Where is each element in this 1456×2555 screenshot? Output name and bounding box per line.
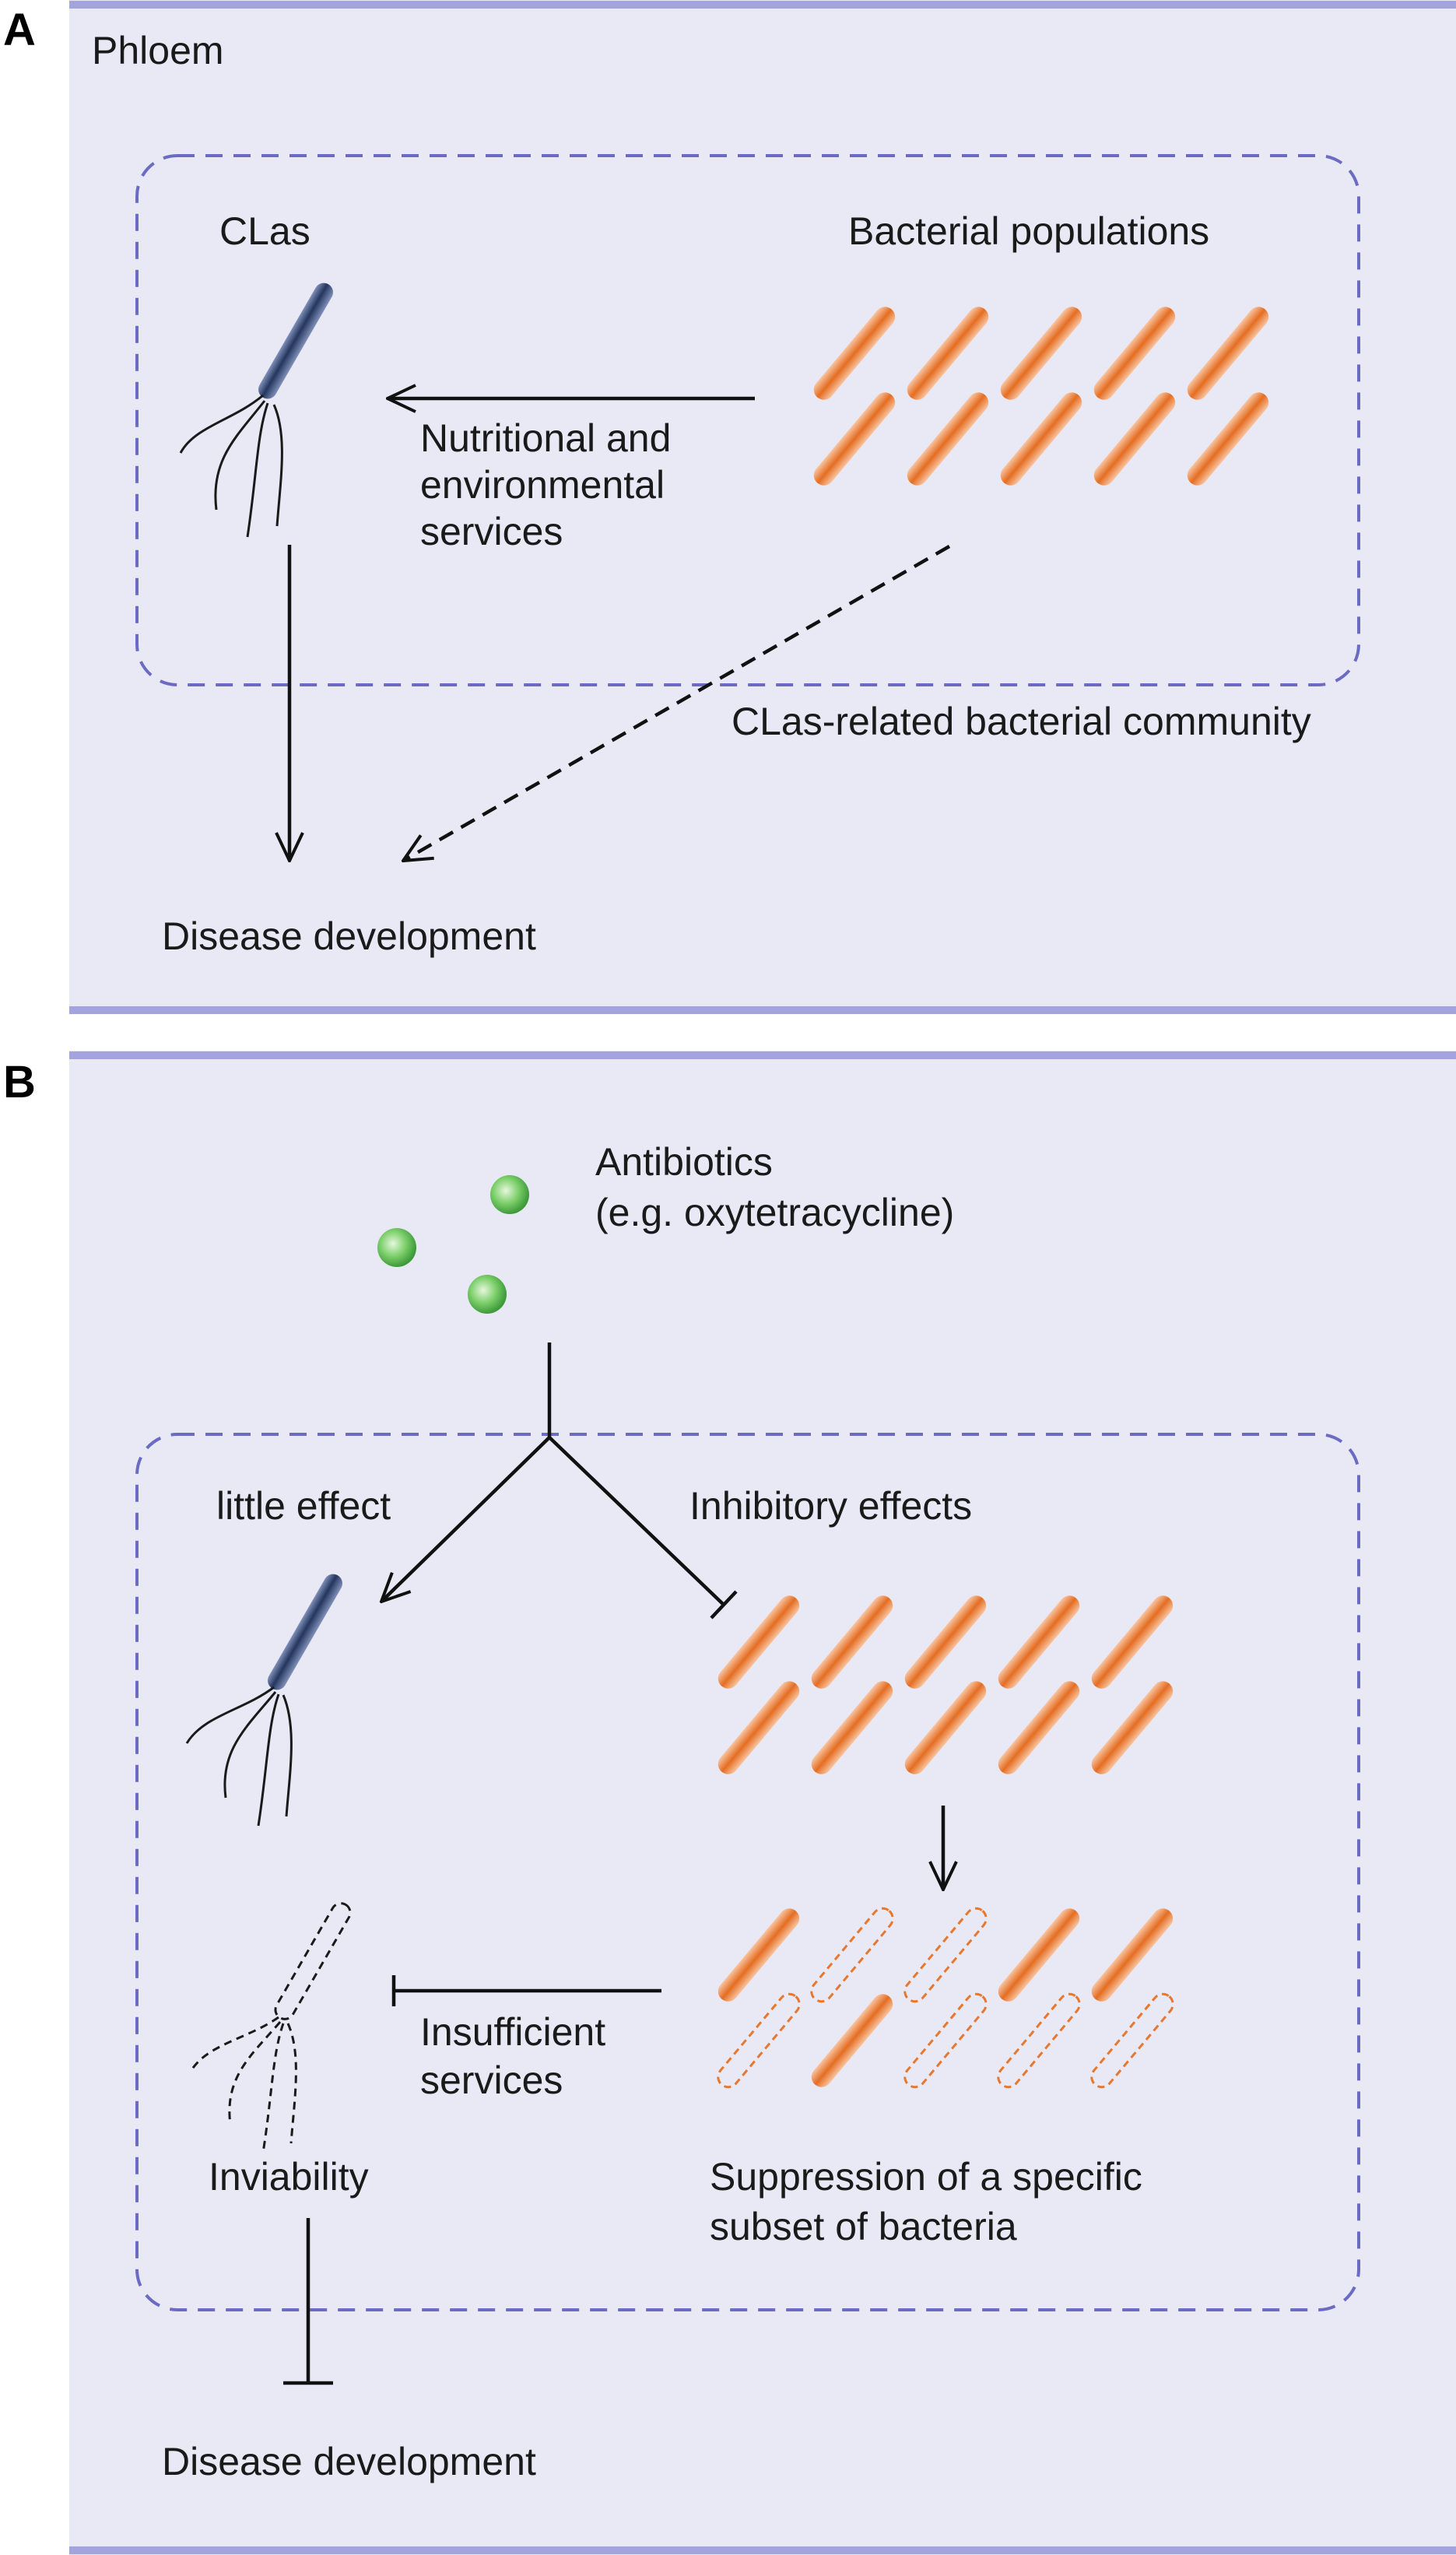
- inhibitory-effects-bar-icon: [548, 1436, 738, 1620]
- insufficient-label-line-2: services: [420, 2058, 563, 2102]
- inviable-clas-icon: [190, 1902, 352, 2153]
- panel-b-background: [69, 1051, 1456, 2555]
- services-label-line-3: services: [420, 510, 563, 553]
- inhibitory-effects-label: Inhibitory effects: [689, 1484, 972, 1528]
- disease-development-label-a: Disease development: [162, 914, 536, 958]
- bacterial-populations-label: Bacterial populations: [848, 209, 1209, 253]
- antibiotics-label: Antibiotics: [595, 1140, 773, 1184]
- clas-bacterium-icon-b: [185, 1571, 346, 1827]
- suppression-label-line-2: subset of bacteria: [710, 2205, 1017, 2248]
- insufficient-label-line-1: Insufficient: [420, 2010, 605, 2054]
- antibiotics-example-label: (e.g. oxytetracycline): [595, 1191, 954, 1234]
- panel-a: A Phloem CLas Bacterial populations: [3, 0, 1456, 1014]
- panel-a-background: [69, 0, 1456, 1013]
- inviability-bar-icon: [283, 2218, 333, 2385]
- community-label: CLas-related bacterial community: [732, 700, 1311, 743]
- bacterial-community-box-b: [135, 1433, 1360, 2311]
- little-effect-arrow-icon: [381, 1436, 551, 1602]
- phloem-label: Phloem: [92, 29, 224, 72]
- insufficient-services-bar-icon: [391, 1975, 661, 2006]
- disease-development-label-b: Disease development: [162, 2440, 536, 2483]
- suppression-label-line-1: Suppression of a specific: [710, 2155, 1142, 2199]
- services-label-line-1: Nutritional and: [420, 416, 671, 460]
- services-label-line-2: environmental: [420, 463, 665, 507]
- community-to-disease-arrow-icon: [403, 545, 951, 861]
- bacterial-community-box: [135, 154, 1360, 686]
- panel-b-letter: B: [3, 1057, 36, 1107]
- panel-b: B Antibiotics (e.g. oxytetracycline) lit…: [3, 1051, 1456, 2555]
- antibiotic-sphere-icon: [377, 1175, 529, 1314]
- clas-bacterium-icon: [179, 279, 337, 538]
- inviability-label: Inviability: [209, 2155, 369, 2199]
- panel-a-letter: A: [3, 5, 36, 55]
- clas-label: CLas: [219, 209, 310, 253]
- little-effect-label: little effect: [216, 1484, 391, 1528]
